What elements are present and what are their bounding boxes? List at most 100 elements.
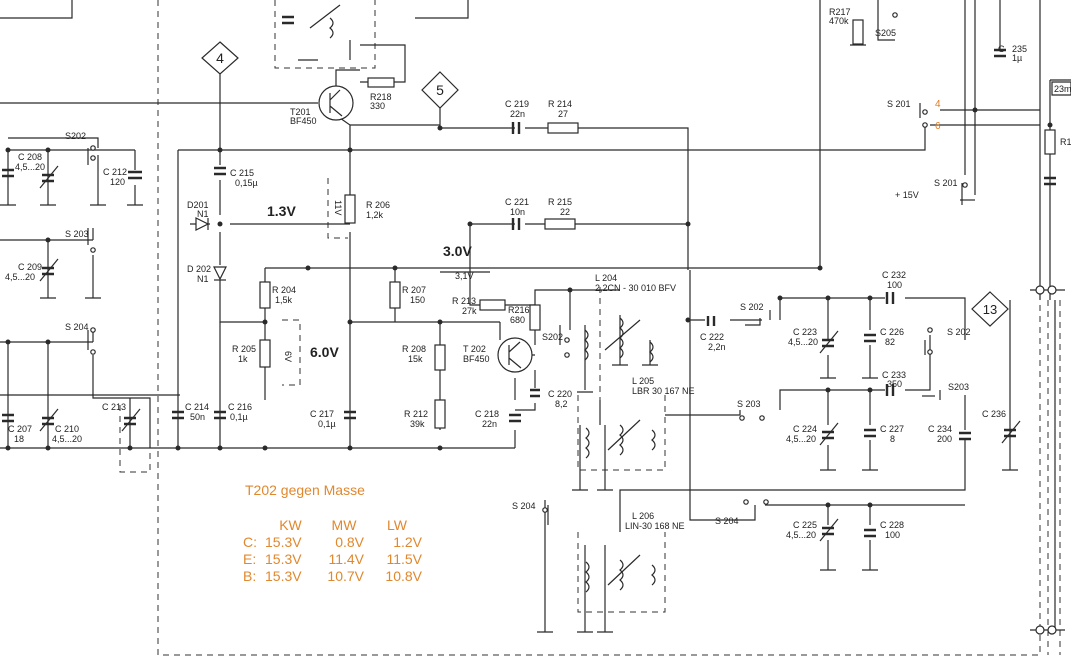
label-s201b: S 201 [934, 178, 958, 188]
label-s204a: S 204 [65, 322, 89, 332]
cell-kw: 15.3V [265, 568, 302, 584]
label-r206: R 206 [366, 200, 390, 210]
label-r216-value: 680 [510, 315, 525, 325]
node-13-label: 13 [983, 302, 997, 317]
label-c227-value: 8 [890, 434, 895, 444]
label-c234: C 234 [928, 424, 952, 434]
transistor-t202 [497, 337, 533, 373]
label-l204-value: 2,2CN - 30 010 BFV [595, 283, 676, 293]
label-l205-value: LBR 30 167 NE [632, 386, 695, 396]
annotation-pin-4: 4 [935, 99, 941, 110]
resistor-r204 [259, 281, 271, 309]
row-label: E: [243, 551, 257, 567]
label-r204-value: 1,5k [275, 295, 293, 305]
label-v6: 6V [283, 351, 293, 362]
label-s205: S205 [875, 28, 896, 38]
measurement-row-collector: C: 15.3V 0.8V 1.2V [243, 534, 422, 551]
node-4-label: 4 [216, 50, 224, 66]
cell-lw: 10.8V [385, 568, 422, 584]
dashed-boundaries [119, 0, 1061, 656]
measurement-row-base: B: 15.3V 10.7V 10.8V [243, 568, 422, 585]
label-c225: C 225 [793, 520, 817, 530]
label-s204c: S 204 [715, 516, 739, 526]
label-c210-value: 4,5...20 [52, 434, 82, 444]
annotation-voltage-6-0: 6.0V [310, 344, 339, 360]
label-c209-value: 4,5...20 [5, 272, 35, 282]
measurement-row-emitter: E: 15.3V 11.4V 11.5V [243, 551, 422, 568]
label-r204: R 204 [272, 285, 296, 295]
label-r217-value: 470k [829, 16, 849, 26]
label-c221-value: 10n [510, 207, 525, 217]
label-r205: R 205 [232, 344, 256, 354]
resistor-r213 [479, 299, 506, 311]
label-c212-value: 120 [110, 177, 125, 187]
label-c235: C [998, 44, 1005, 54]
node-5-symbol [421, 71, 459, 109]
cell-kw: 15.3V [265, 551, 302, 567]
label-s202a: S202 [65, 131, 86, 141]
component-shapes [0, 4, 1071, 635]
label-c235-value: 1µ [1012, 53, 1022, 63]
label-c216-value: 0,1µ [230, 412, 248, 422]
component-labels: R217 470k S205 R218 330 T201 BF450 C 219… [5, 7, 1071, 540]
label-l206: L 206 [632, 511, 654, 521]
label-l206-value: LIN-30 168 NE [625, 521, 685, 531]
label-c235-num: 235 [1012, 44, 1027, 54]
label-r205-value: 1k [238, 354, 248, 364]
label-s201a: S 201 [887, 99, 911, 109]
resistor-r1 [1044, 129, 1056, 155]
label-s202d: S202 [542, 332, 563, 342]
header-mw: MW [331, 517, 357, 533]
resistor-r207 [389, 281, 401, 309]
cell-lw: 1.2V [393, 534, 422, 550]
label-s203b: S203 [948, 382, 969, 392]
diodes [195, 217, 227, 281]
label-plus15: + 15V [895, 190, 919, 200]
label-c222: C 222 [700, 332, 724, 342]
label-l204: L 204 [595, 273, 617, 283]
label-c217-value: 0,1µ [318, 419, 336, 429]
label-r214: R 214 [548, 99, 572, 109]
label-c214-value: 50n [190, 412, 205, 422]
label-c233-value: 350 [887, 379, 902, 389]
label-c208-value: 4,5...20 [15, 162, 45, 172]
label-r212-value: 39k [410, 419, 425, 429]
resistor-r206 [344, 194, 356, 224]
label-r206-value: 1,2k [366, 210, 384, 220]
trimmer-capacitors [39, 165, 1021, 542]
ground-symbols [0, 44, 1018, 633]
label-r218: R218 [370, 92, 392, 102]
label-r208: R 208 [402, 344, 426, 354]
label-c209: C 209 [18, 262, 42, 272]
label-r207-value: 150 [410, 295, 425, 305]
label-r216: R216 [508, 305, 530, 315]
label-r217: R217 [829, 7, 851, 17]
label-c218: C 218 [475, 409, 499, 419]
label-c232-value: 100 [887, 280, 902, 290]
label-s202b: S 202 [740, 302, 764, 312]
cell-mw: 0.8V [335, 534, 364, 550]
label-c215: C 215 [230, 168, 254, 178]
label-c219-value: 22n [510, 109, 525, 119]
label-r1: R1 [1060, 137, 1071, 147]
coils [309, 4, 656, 593]
label-c221: C 221 [505, 197, 529, 207]
label-c217: C 217 [310, 409, 334, 419]
label-c214: C 214 [185, 402, 209, 412]
label-r207: R 207 [402, 285, 426, 295]
header-kw: KW [279, 517, 302, 533]
label-l205: L 205 [632, 376, 654, 386]
label-r218-value: 330 [370, 101, 385, 111]
label-c220-value: 8,2 [555, 399, 568, 409]
annotation-voltage-1-3: 1.3V [267, 203, 296, 219]
label-c233: C 233 [882, 370, 906, 380]
label-d202-value: N1 [197, 274, 209, 284]
label-c223-value: 4,5...20 [788, 337, 818, 347]
label-r213-value: 27k [462, 306, 477, 316]
label-t202: T 202 [463, 344, 486, 354]
label-c236: C 236 [982, 409, 1006, 419]
junction-dots [5, 107, 1053, 508]
cell-mw: 11.4V [328, 551, 364, 567]
row-label: C: [243, 534, 257, 550]
measurement-table-header: KW MW LW [243, 517, 422, 534]
